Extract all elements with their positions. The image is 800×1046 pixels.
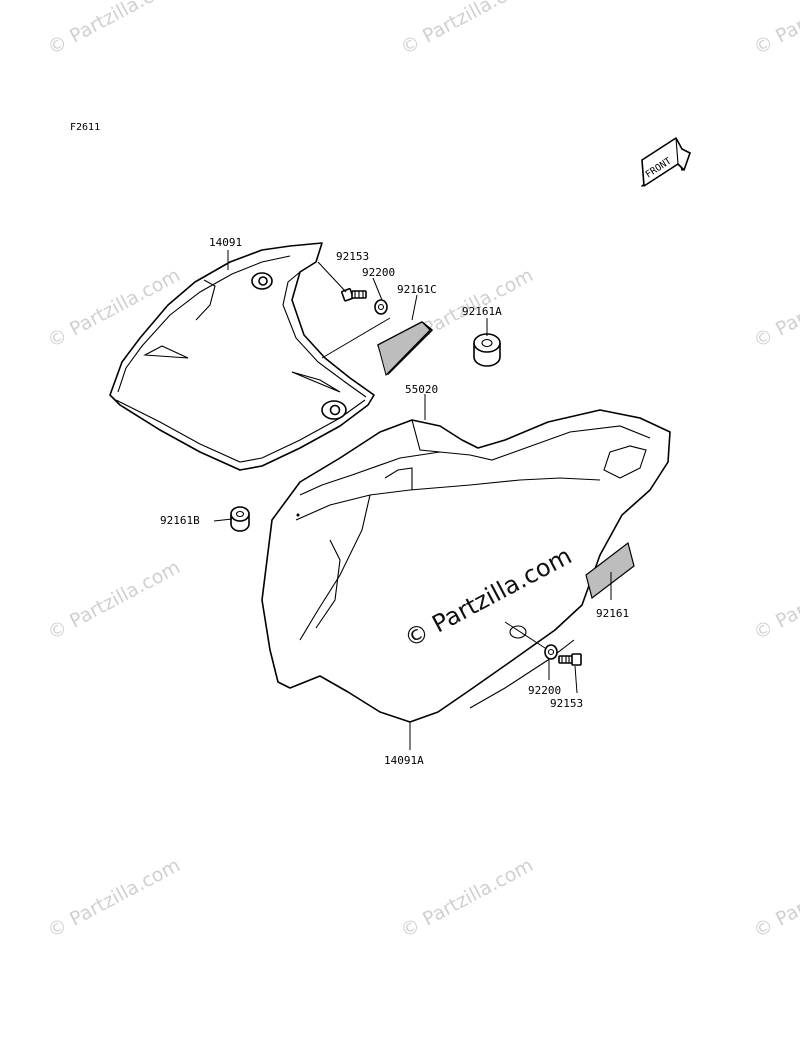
bolt-92153-top-icon [341, 288, 367, 302]
callout-92153-top: 92153 [336, 250, 369, 263]
callout-labels: 14091 92153 92200 92161C 92161A 55020 92… [160, 236, 629, 767]
washer-92200-top-icon [374, 299, 388, 315]
watermark: © Partzilla.com [750, 0, 800, 59]
bolt-92153-bottom-icon [558, 653, 582, 666]
watermark: © Partzilla.com [750, 854, 800, 942]
side-cover-14091 [109, 242, 375, 471]
watermark: © Partzilla.com [397, 0, 537, 59]
watermark: © Partzilla.com [44, 556, 184, 644]
callout-92200-bottom: 92200 [528, 684, 561, 697]
watermark: © Partzilla.com [44, 854, 184, 942]
pad-92161-icon [585, 541, 635, 600]
watermark: © Partzilla.com [750, 264, 800, 352]
washer-92200-bottom-icon [544, 644, 558, 660]
leader-lines [213, 250, 612, 750]
callout-92161B: 92161B [160, 514, 200, 527]
side-cover-14091A [261, 409, 671, 723]
watermark: © Partzilla.com [750, 556, 800, 644]
callout-14091: 14091 [209, 236, 242, 249]
callout-92153-bottom: 92153 [550, 697, 583, 710]
watermark: © Partzilla.com [44, 0, 184, 59]
grommet-92161A-icon [473, 333, 501, 367]
callout-92200-top: 92200 [362, 266, 395, 279]
callout-14091A: 14091A [384, 754, 424, 767]
pad-92161C-icon [377, 321, 433, 376]
callout-92161: 92161 [596, 607, 629, 620]
callout-92161A: 92161A [462, 305, 502, 318]
front-arrow-icon: FRONT [641, 137, 691, 187]
callout-92161C: 92161C [397, 283, 437, 296]
grommet-92161B-icon [230, 506, 250, 532]
callout-55020: 55020 [405, 383, 438, 396]
figure-reference: F2611 [70, 122, 100, 133]
watermark: © Partzilla.com [397, 854, 537, 942]
